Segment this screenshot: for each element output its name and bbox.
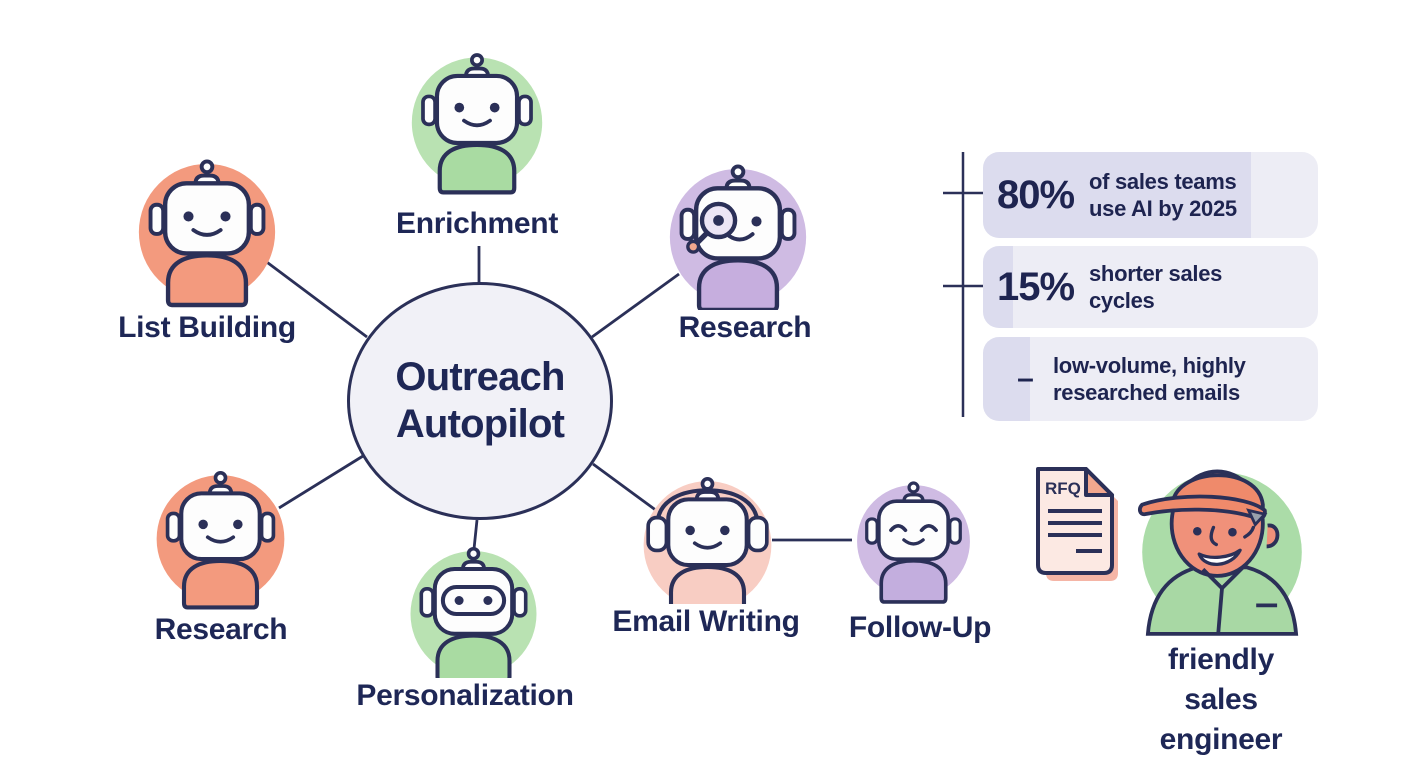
robot-magnifier-icon xyxy=(665,159,811,315)
stat-dash: – xyxy=(1017,362,1034,395)
rfq-document-icon: RFQ xyxy=(1036,467,1118,581)
stat-value: 15% xyxy=(997,264,1075,309)
stat-description: of sales teams use AI by 2025 xyxy=(1089,169,1237,221)
node-label-enrichment: Enrichment xyxy=(388,206,566,242)
robot-visor-icon xyxy=(406,542,541,686)
sales-engineer-avatar xyxy=(1138,469,1302,636)
node-label-research-bottom: Research xyxy=(147,612,295,648)
robot-icon xyxy=(134,154,280,310)
hub-title-line2: Autopilot xyxy=(395,402,565,446)
figure-label-sales-engineer: friendly sales engineer xyxy=(1159,643,1283,756)
node-label-follow-up: Follow-Up xyxy=(841,610,999,646)
robot-icon xyxy=(152,466,289,612)
stat-value: 80% xyxy=(997,172,1075,217)
hub-outreach-autopilot: Outreach Autopilot xyxy=(347,282,613,520)
robot-headphones-icon xyxy=(639,472,776,618)
stats-bracket xyxy=(943,152,983,417)
node-label-research-top: Research xyxy=(671,310,819,346)
node-label-email-writing: Email Writing xyxy=(605,604,807,640)
stat-box-ai-adoption: 80% of sales teams use AI by 2025 xyxy=(983,152,1318,238)
hub-title-line1: Outreach xyxy=(395,355,565,400)
stat-description: low-volume, highly researched emails xyxy=(1053,353,1246,405)
robot-icon xyxy=(407,48,547,197)
node-label-list-building: List Building xyxy=(111,310,303,346)
node-label-personalization: Personalization xyxy=(349,678,581,714)
stat-box-email-quality: – low-volume, highly researched emails xyxy=(983,337,1318,421)
robot-happy-icon xyxy=(853,477,974,606)
svg-text:RFQ: RFQ xyxy=(1045,479,1081,498)
stat-box-sales-cycles: 15% shorter sales cycles xyxy=(983,246,1318,328)
stat-description: shorter sales cycles xyxy=(1089,261,1223,313)
